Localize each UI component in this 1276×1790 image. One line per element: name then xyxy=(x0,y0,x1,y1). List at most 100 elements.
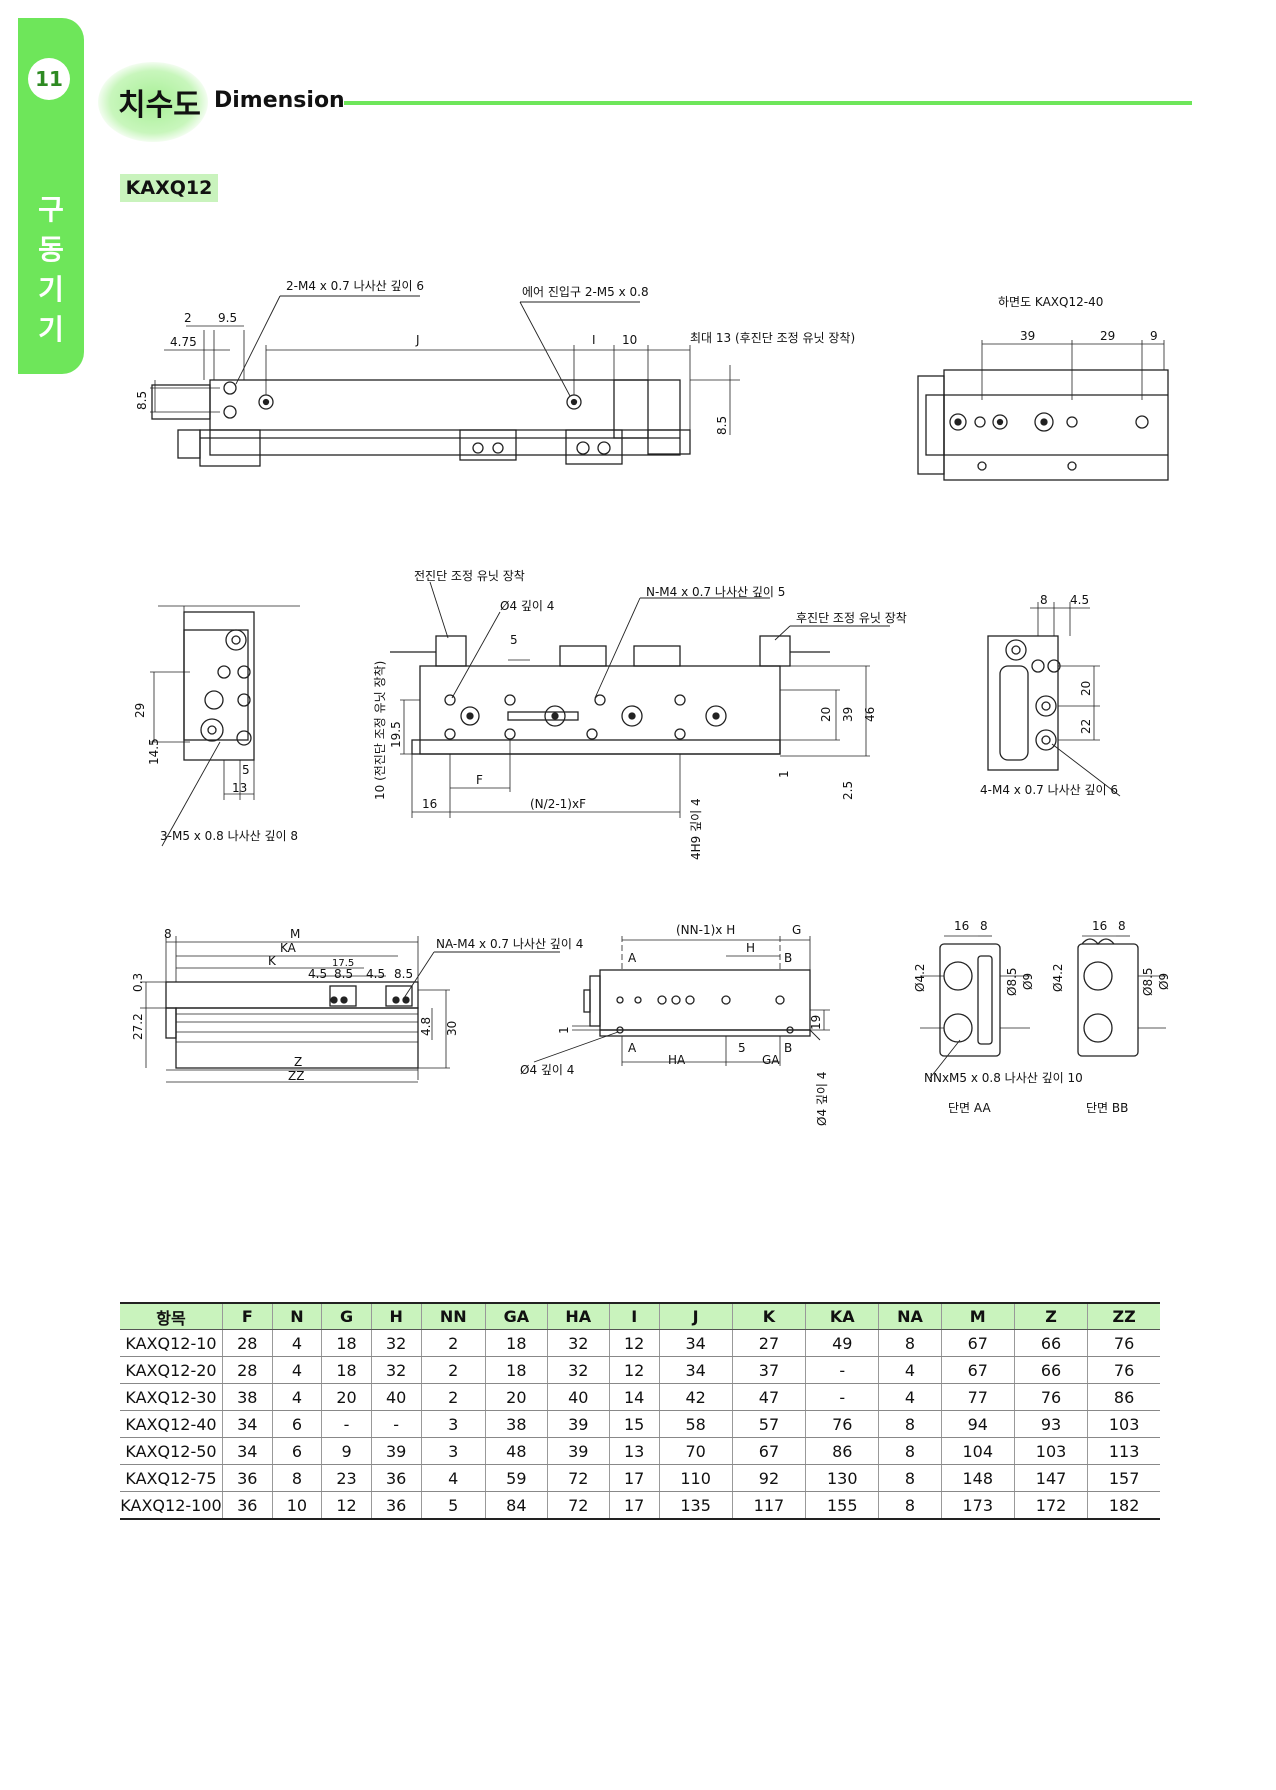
spec-value-cell: 32 xyxy=(546,1356,610,1384)
spec-value-cell: 67 xyxy=(940,1329,1015,1357)
sec-dim-4-2b: Ø4.2 xyxy=(1051,963,1065,992)
d4-dim-8: 8 xyxy=(1040,593,1048,607)
d5-dim-8: 8 xyxy=(164,927,172,941)
section-aa-label: 단면 AA xyxy=(948,1101,991,1115)
spec-value-cell: 135 xyxy=(658,1491,733,1520)
d3-dim-39: 39 xyxy=(841,707,855,722)
spec-value-cell: 34 xyxy=(222,1437,273,1465)
drawing-bottom-view xyxy=(917,340,1169,481)
d3-note-left: 10 (전진단 조정 유닛 장착) xyxy=(373,661,387,800)
spec-value-cell: - xyxy=(805,1356,879,1384)
spec-value-cell: 12 xyxy=(608,1329,659,1357)
d3-dim-46: 46 xyxy=(863,707,877,722)
spec-header-cell: I xyxy=(608,1302,659,1330)
d3-dim-19-5: 19.5 xyxy=(389,721,403,748)
spec-model-cell: KAXQ12-50 xyxy=(120,1437,223,1465)
d6-dim-G: G xyxy=(792,923,801,937)
spec-model-cell: KAXQ12-10 xyxy=(120,1329,223,1357)
d1-note-thread: 2-M4 x 0.7 나사산 깊이 6 xyxy=(286,279,424,293)
d3-note-pin: Ø4 깊이 4 xyxy=(500,599,554,613)
d5-dim-8-5b: 8.5 xyxy=(394,967,413,981)
d5-dim-K: K xyxy=(268,954,277,968)
spec-header-cell: 항목 xyxy=(120,1302,223,1330)
d1-dim-J: J xyxy=(415,333,420,347)
spec-value-cell: 48 xyxy=(485,1437,548,1465)
spec-value-cell: 36 xyxy=(370,1464,421,1492)
spec-value-cell: 113 xyxy=(1087,1437,1160,1465)
spec-value-cell: 20 xyxy=(485,1383,548,1411)
spec-header-cell: ZZ xyxy=(1087,1302,1160,1330)
d3-dim-20: 20 xyxy=(819,707,833,722)
d1-dim-2: 2 xyxy=(184,311,192,325)
d1-dim-9-5: 9.5 xyxy=(218,311,237,325)
spec-value-cell: 3 xyxy=(420,1437,486,1465)
spec-value-cell: 18 xyxy=(321,1329,372,1357)
spec-value-cell: 28 xyxy=(222,1356,273,1384)
spec-value-cell: 67 xyxy=(940,1356,1015,1384)
d1-note-max: 최대 13 (후진단 조정 유닛 장착) xyxy=(690,331,855,345)
d1-note-air: 에어 진입구 2-M5 x 0.8 xyxy=(522,285,649,299)
spec-value-cell: 47 xyxy=(731,1383,806,1411)
d6-note-pin: Ø4 깊이 4 xyxy=(520,1063,574,1077)
title-highlight xyxy=(98,62,208,142)
spec-value-cell: 34 xyxy=(658,1356,733,1384)
d4-dim-4-5: 4.5 xyxy=(1070,593,1089,607)
d1-dim-8-5-left: 8.5 xyxy=(135,391,149,410)
spec-value-cell: 8 xyxy=(271,1464,322,1492)
spec-header-cell: J xyxy=(658,1302,733,1330)
spec-header-cell: H xyxy=(370,1302,421,1330)
d6-dim-GA: GA xyxy=(762,1053,780,1067)
spec-value-cell: 9 xyxy=(321,1437,372,1465)
spec-value-cell: 103 xyxy=(1013,1437,1088,1465)
d5-dim-0-3: 0.3 xyxy=(131,973,145,992)
sec-dim-4-2a: Ø4.2 xyxy=(913,963,927,992)
bottom-view-title: 하면도 KAXQ12-40 xyxy=(998,295,1103,309)
spec-value-cell: 27 xyxy=(731,1329,806,1357)
spec-value-cell: 17 xyxy=(608,1491,659,1520)
sec-note: NNxM5 x 0.8 나사산 깊이 10 xyxy=(924,1071,1083,1085)
d1-dim-10: 10 xyxy=(622,333,637,347)
spec-value-cell: 39 xyxy=(370,1437,421,1465)
spec-value-cell: 76 xyxy=(1013,1383,1088,1411)
spec-value-cell: 58 xyxy=(658,1410,733,1438)
sec-dim-8-5a: Ø8.5 xyxy=(1005,967,1019,996)
d6-dim-B2: B xyxy=(784,1041,792,1055)
spec-value-cell: 70 xyxy=(658,1437,733,1465)
spec-value-cell: 39 xyxy=(546,1437,610,1465)
spec-value-cell: 94 xyxy=(940,1410,1015,1438)
sec-dim-9a: Ø9 xyxy=(1021,973,1035,990)
d6-dim-A1: A xyxy=(628,951,637,965)
spec-value-cell: 34 xyxy=(222,1410,273,1438)
spec-value-cell: 36 xyxy=(370,1491,421,1520)
d6-dim-5: 5 xyxy=(738,1041,746,1055)
d6-dim-19: 19 xyxy=(809,1015,823,1030)
d2-dim-5: 5 xyxy=(242,763,250,777)
d5-dim-4-5b: 4.5 xyxy=(366,967,385,981)
bv-dim-29: 29 xyxy=(1100,329,1115,343)
spec-header-cell: NN xyxy=(420,1302,486,1330)
spec-value-cell: 28 xyxy=(222,1329,273,1357)
spec-model-cell: KAXQ12-100 xyxy=(120,1491,223,1520)
spec-value-cell: 6 xyxy=(271,1437,322,1465)
spec-header-cell: HA xyxy=(546,1302,610,1330)
d4-note: 4-M4 x 0.7 나사산 깊이 6 xyxy=(980,783,1118,797)
d6-dim-1: 1 xyxy=(557,1026,571,1034)
spec-value-cell: 67 xyxy=(731,1437,806,1465)
sec-dim-8-5b: Ø8.5 xyxy=(1141,967,1155,996)
spec-value-cell: 34 xyxy=(658,1329,733,1357)
d5-dim-KA: KA xyxy=(280,941,297,955)
drawing-table-view xyxy=(533,936,830,1066)
d3-note-slot: 4H9 깊이 4 xyxy=(689,798,703,860)
sec-dim-16b: 16 xyxy=(1092,919,1107,933)
section-bb-label: 단면 BB xyxy=(1086,1101,1128,1115)
drawing-end-view-left xyxy=(150,605,300,847)
spec-value-cell: 42 xyxy=(658,1383,733,1411)
spec-value-cell: 172 xyxy=(1013,1491,1088,1520)
spec-header-cell: GA xyxy=(485,1302,548,1330)
spec-value-cell: 18 xyxy=(485,1329,548,1357)
spec-value-cell: 117 xyxy=(731,1491,806,1520)
